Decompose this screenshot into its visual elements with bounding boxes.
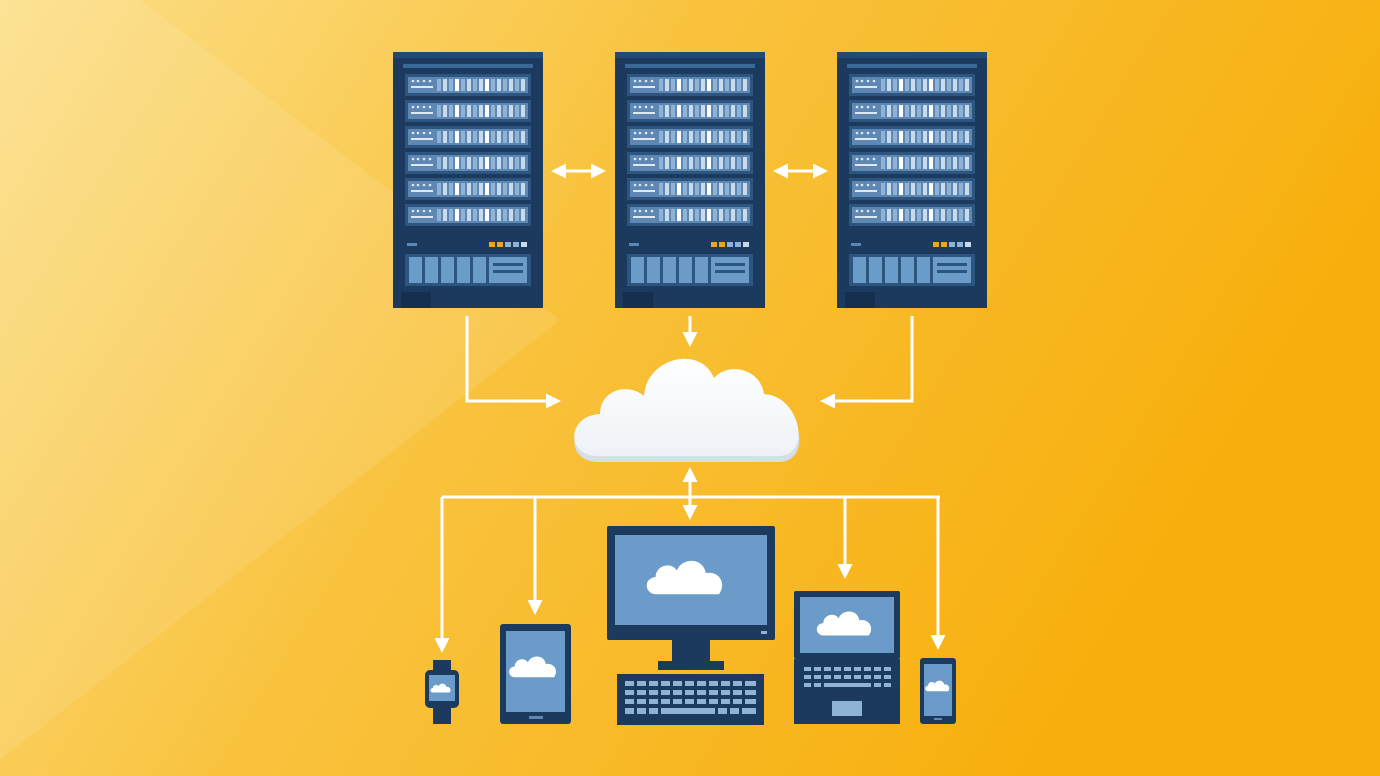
laptop (794, 591, 900, 724)
cloud-hub (574, 358, 800, 462)
connection-rack1-cloud (465, 316, 561, 409)
connection-rack3-cloud (820, 316, 914, 409)
server-rack-icon (615, 52, 765, 308)
server-rack-3 (837, 52, 987, 308)
cloud-icon (574, 358, 800, 462)
laptop-icon (794, 591, 900, 724)
background-light-beam (0, 0, 560, 760)
smartwatch-icon (425, 660, 459, 724)
smartphone-icon (920, 658, 956, 724)
smartwatch (425, 660, 459, 724)
tablet-icon (500, 624, 571, 724)
keyboard-icon (617, 674, 764, 725)
server-rack-icon (837, 52, 987, 308)
tablet (500, 624, 571, 724)
server-rack-2 (615, 52, 765, 308)
desktop-monitor-icon (607, 526, 775, 670)
server-rack-icon (393, 52, 543, 308)
smartphone (920, 658, 956, 724)
server-rack-1 (393, 52, 543, 308)
desktop-computer (607, 526, 775, 725)
